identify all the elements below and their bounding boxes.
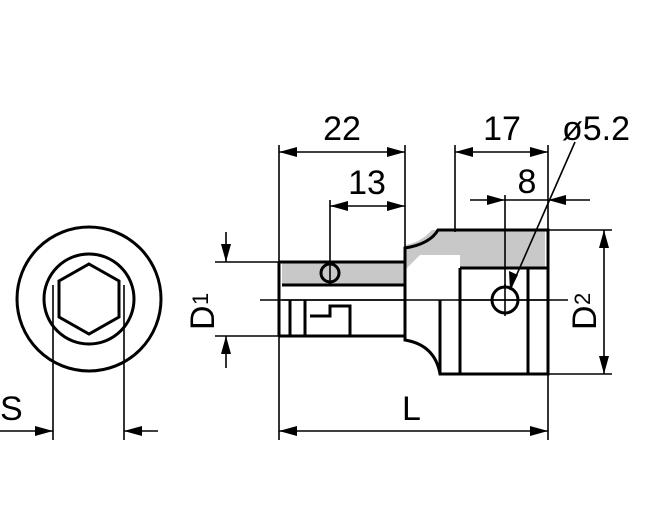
l-arrow-left xyxy=(279,426,297,436)
end-view-hex xyxy=(57,262,121,336)
pin-hole-leader-arrow xyxy=(509,271,518,290)
dim-17-label: 17 xyxy=(483,110,521,148)
d2-label: D 2 xyxy=(566,293,604,330)
dim-13-arrow-right xyxy=(387,201,405,211)
d1-arrow-top xyxy=(221,244,231,262)
dim-17-arrow-left xyxy=(455,147,473,157)
end-view-outer-circle xyxy=(15,225,163,373)
svg-text:2: 2 xyxy=(570,293,595,305)
end-view-inner-circle xyxy=(42,252,136,346)
s-label: S xyxy=(0,390,23,428)
svg-text:D: D xyxy=(184,305,222,330)
dim-22-label: 22 xyxy=(323,110,361,148)
svg-text:1: 1 xyxy=(188,293,213,305)
end-view: S xyxy=(0,225,163,440)
side-view: 22 13 17 8 ø5.2 D 1 xyxy=(184,110,630,440)
l-label: L xyxy=(402,390,421,428)
dim-17-arrow-right xyxy=(530,147,548,157)
dim-8-label: 8 xyxy=(518,163,537,201)
dim-13-arrow-left xyxy=(330,201,348,211)
l-arrow-right xyxy=(530,426,548,436)
svg-text:D: D xyxy=(566,305,604,330)
s-arrow-right xyxy=(124,426,142,436)
d2-arrow-bottom xyxy=(599,356,609,374)
section-shade-top xyxy=(282,230,545,285)
d1-label: D 1 xyxy=(184,293,222,330)
s-arrow-left xyxy=(35,426,53,436)
d1-arrow-bottom xyxy=(221,336,231,354)
pin-hole-leader xyxy=(509,141,576,291)
socket-top-outline xyxy=(279,228,550,376)
hex-profile xyxy=(288,300,352,336)
dim-8-arrow-left xyxy=(487,195,505,205)
dim-22-arrow-left xyxy=(279,147,297,157)
d2-arrow-top xyxy=(599,230,609,248)
pin-hole-label: ø5.2 xyxy=(562,110,630,148)
dim-13-label: 13 xyxy=(348,164,386,202)
dim-8-arrow-right xyxy=(548,195,566,205)
dim-22-arrow-right xyxy=(387,147,405,157)
